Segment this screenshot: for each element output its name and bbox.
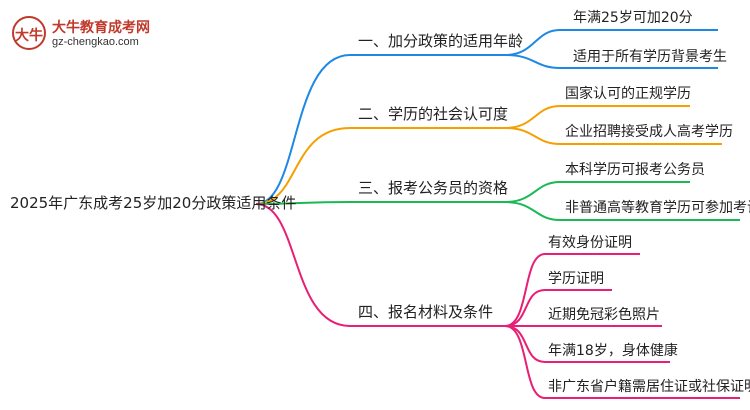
logo-badge-text: 大牛	[15, 28, 43, 44]
edge-branch3-leaf2	[504, 201, 740, 221]
branch-2-item-2: 企业招聘接受成人高考学历	[565, 124, 733, 140]
branch-4-item-1: 有效身份证明	[548, 235, 632, 251]
edge-branch1-leaf2	[504, 54, 718, 69]
edge-root-branch4	[255, 203, 505, 327]
edge-branch2-leaf2	[504, 127, 722, 145]
edge-branch4-leaf5	[504, 325, 740, 399]
edge-root-branch3	[255, 201, 505, 205]
edge-branch1-leaf1	[504, 29, 718, 56]
logo-name: 大牛教育成考网	[52, 20, 150, 36]
branch-1-item-1: 年满25岁可加20分	[573, 10, 693, 26]
branch-4-item-3: 近期免冠彩色照片	[548, 307, 660, 323]
branch-1-label: 一、加分政策的适用年龄	[358, 32, 524, 50]
root-topic: 2025年广东成考25岁加20分政策适用条件	[10, 194, 297, 212]
branch-2-label: 二、学历的社会认可度	[358, 105, 509, 123]
logo-badge-icon: 大牛	[12, 16, 46, 50]
edge-root-branch1	[255, 54, 505, 205]
logo-url: gz-chengkao.com	[52, 36, 139, 48]
logo: 大牛 大牛教育成考网 gz-chengkao.com	[12, 14, 172, 54]
branch-2-item-1: 国家认可的正规学历	[565, 86, 691, 102]
edge-branch4-leaf1	[504, 253, 640, 327]
branch-1-item-2: 适用于所有学历背景考生	[573, 49, 727, 65]
branch-4-item-5: 非广东省户籍需居住证或社保证明	[548, 379, 750, 395]
edge-root-branch2	[255, 127, 505, 205]
branch-4-label: 四、报名材料及条件	[358, 303, 494, 321]
branch-4-item-4: 年满18岁，身体健康	[548, 343, 678, 359]
branch-3-label: 三、报考公务员的资格	[358, 179, 509, 197]
branch-4-item-2: 学历证明	[548, 271, 604, 287]
branch-3-item-1: 本科学历可报考公务员	[565, 162, 705, 178]
edge-branch2-leaf1	[504, 105, 690, 129]
edge-branch3-leaf1	[504, 181, 690, 203]
branch-3-item-2: 非普通高等教育学历可参加考试	[565, 200, 750, 216]
edge-branch4-leaf2	[504, 289, 612, 327]
